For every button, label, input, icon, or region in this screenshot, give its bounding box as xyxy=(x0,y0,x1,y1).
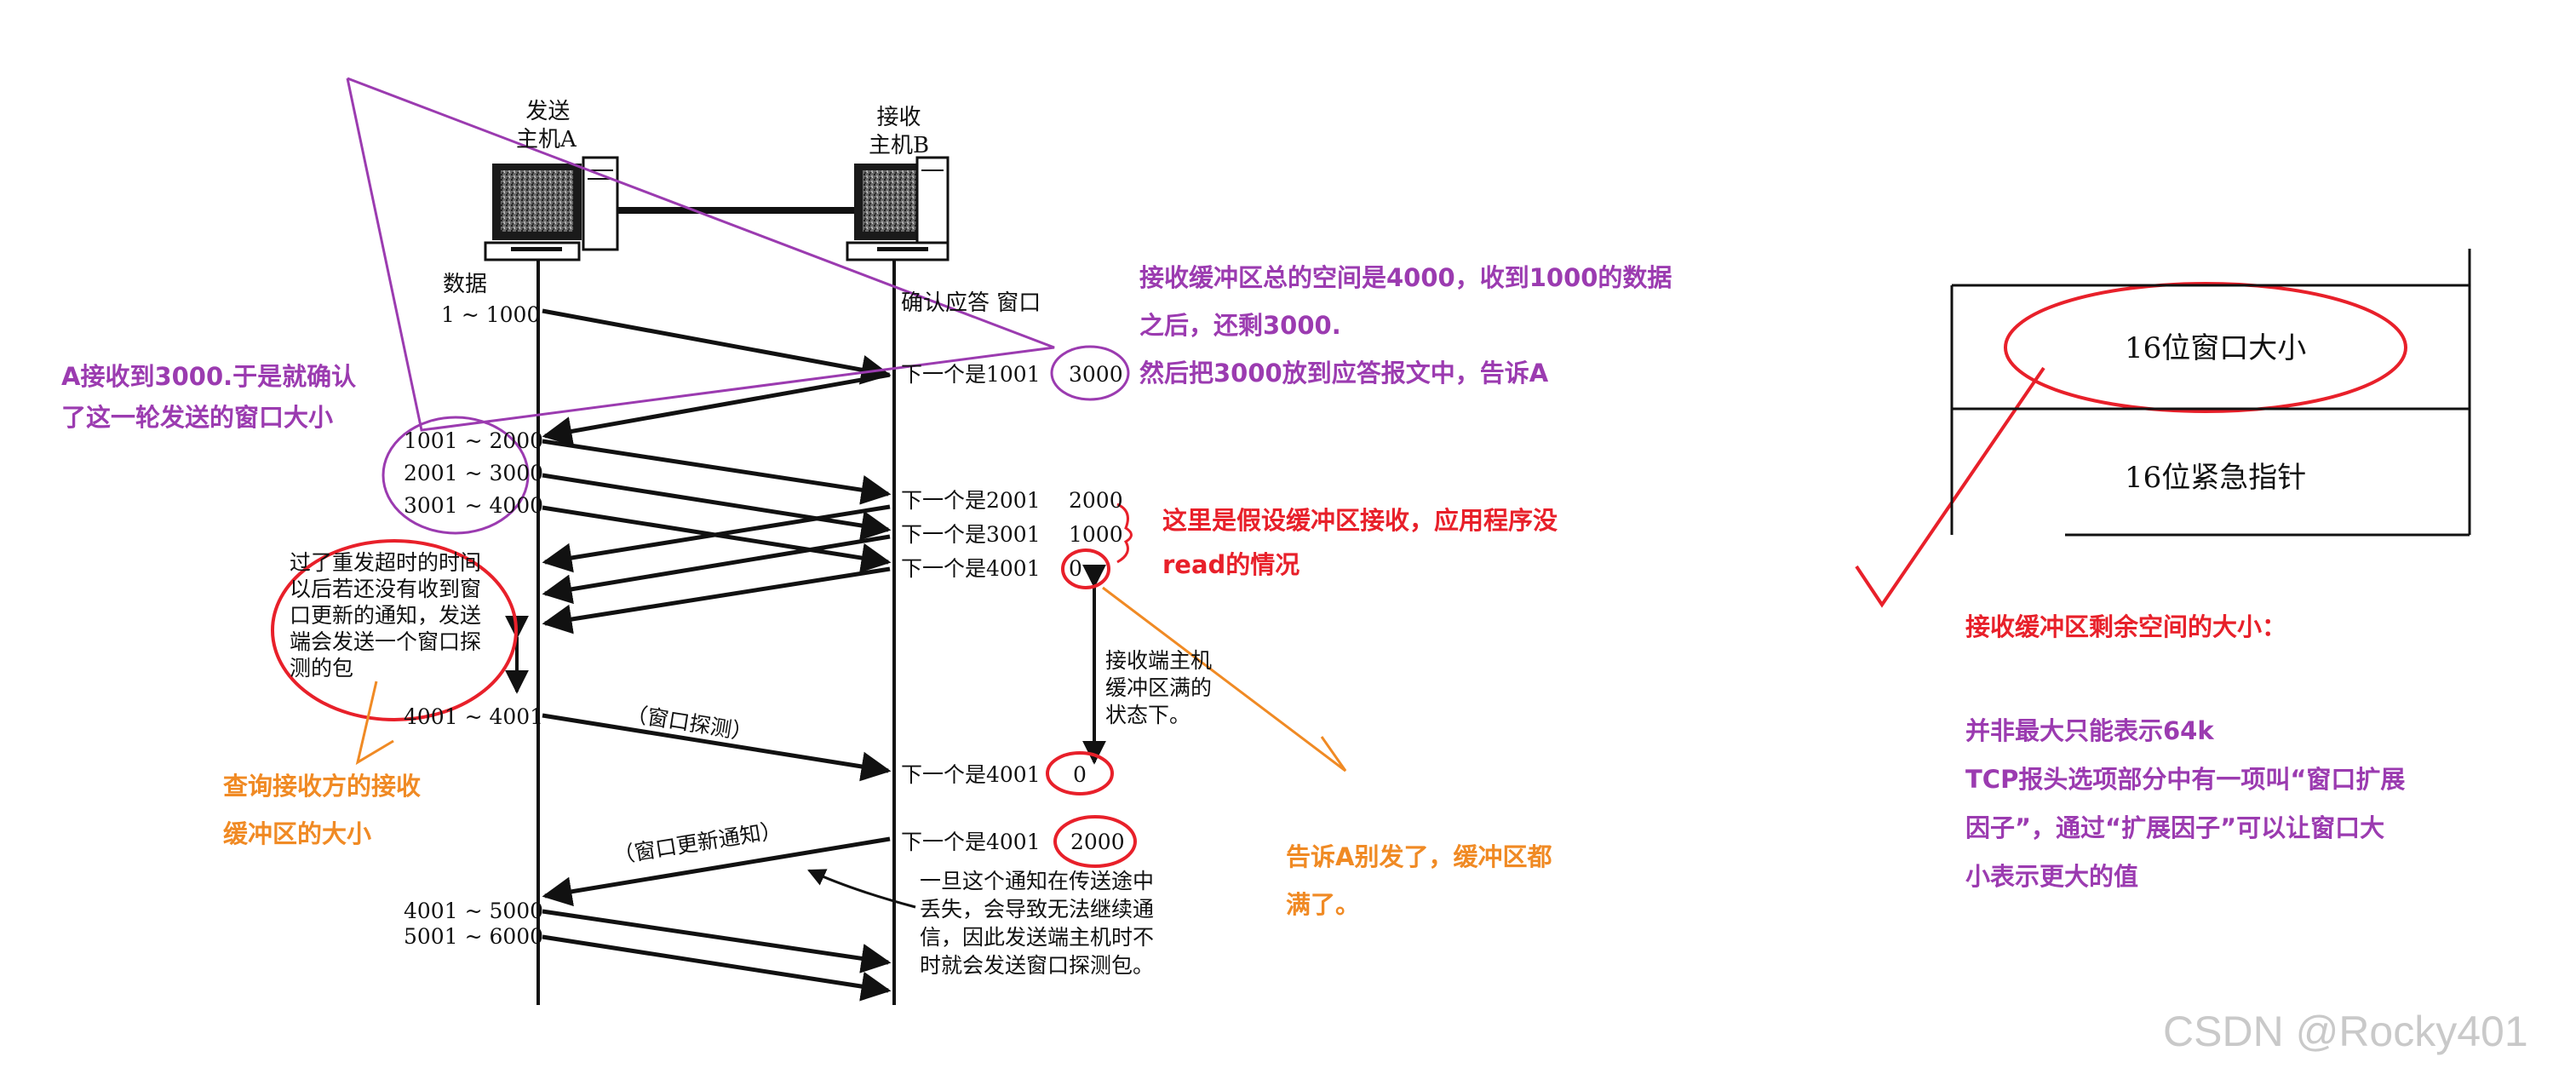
arrow-ack-4001 xyxy=(542,566,891,635)
red-pointer-arrow xyxy=(1855,366,2045,608)
arrow-send-1001-2000 xyxy=(542,439,892,505)
timeout-note: 过了重发超时的时间 以后若还没有收到窗 口更新的通知，发送 端会发送一个窗口探 … xyxy=(290,550,482,681)
orange-pointer-query xyxy=(355,681,394,766)
arrow-ack-2001 xyxy=(542,504,891,573)
ack-window-value: 0 xyxy=(1069,556,1082,581)
ack-window-value: 2000 xyxy=(1070,830,1125,854)
annotation-query: 查询接收方的接收 缓冲区的大小 xyxy=(223,772,422,848)
annotation-tell-a: 告诉A别发了，缓冲区都 满了。 xyxy=(1286,842,1552,919)
arrow-send-4001-5000 xyxy=(542,909,892,973)
ack-label: 下一个是2001 xyxy=(901,488,1041,513)
ack-window-column-header: 确认应答 窗口 xyxy=(901,290,1041,316)
circle-timeout-note xyxy=(271,539,518,721)
loss-note: 一旦这个通知在传送途中 丢失，会导致无法继续通 信，因此发送端主机时不 时就会发… xyxy=(920,869,1155,978)
sender-label: 5001 ~ 6000 xyxy=(404,924,544,949)
purple-pointer-triangle xyxy=(346,77,1055,432)
arrow-window-update xyxy=(542,836,891,907)
sender-label: 1001 ~ 2000 xyxy=(404,428,544,453)
ack-window-value: 1000 xyxy=(1069,522,1123,547)
circle-window-3000 xyxy=(1050,345,1130,401)
circle-window-0-first xyxy=(1061,548,1110,589)
data-column-header: 数据 xyxy=(443,272,488,297)
orange-pointer-tell-a xyxy=(1102,586,1347,772)
sender-label: 1 ~ 1000 xyxy=(441,302,541,327)
annotation-a-confirm: A接收到3000.于是就确认 了这一轮发送的窗口大小 xyxy=(61,362,357,432)
loss-note-curved-arrow xyxy=(807,869,916,909)
tcp-header-table xyxy=(1950,249,2471,537)
receiver-full-note: 接收端主机 缓冲区满的 状态下。 xyxy=(1105,648,1213,727)
circle-window-size-field xyxy=(2004,282,2407,413)
ack-window-value: 2000 xyxy=(1069,488,1123,513)
arrow-probe xyxy=(542,713,892,782)
sender-host-title: 发送 主机A xyxy=(516,99,577,152)
sender-label: 3001 ~ 4000 xyxy=(404,493,544,518)
circle-window-0-second xyxy=(1046,751,1114,795)
circle-window-2000 xyxy=(1053,815,1137,868)
circle-sender-ranges xyxy=(382,416,530,535)
ack-label: 下一个是1001 xyxy=(901,362,1041,387)
arrow-send-5001-6000 xyxy=(542,934,892,1002)
arrow-send-2001-3000 xyxy=(542,473,892,541)
tcp-window-size-field: 16位窗口大小 xyxy=(2125,331,2307,365)
annotation-buffer-total: 接收缓冲区总的空间是4000，收到1000的数据 之后，还剩3000. 然后把3… xyxy=(1139,263,1672,388)
sender-label: 4001 ~ 5000 xyxy=(404,899,544,923)
sender-label: 4001 ~ 4001 xyxy=(404,704,544,729)
annotation-remaining-body: 并非最大只能表示64k TCP报头选项部分中有一项叫“窗口扩展 因子”，通过“扩… xyxy=(1965,716,2406,891)
ack-window-value: 3000 xyxy=(1069,362,1123,387)
ack-label: 下一个是3001 xyxy=(901,522,1041,547)
arrow-send-1-1000 xyxy=(542,308,892,385)
ack-window-value: 0 xyxy=(1073,762,1087,787)
csdn-watermark: CSDN @Rocky401 xyxy=(2163,1008,2528,1055)
arrow-ack-1001 xyxy=(542,372,891,446)
annotation-remaining-title: 接收缓冲区剩余空间的大小： xyxy=(1965,612,2287,641)
annotation-assume: 这里是假设缓冲区接收，应用程序没 read的情况 xyxy=(1162,506,1558,579)
computer-b-icon xyxy=(846,156,950,261)
window-brace xyxy=(1116,503,1133,564)
ack-label: 下一个是4001 xyxy=(901,830,1041,854)
arrow-ack-3001 xyxy=(542,534,891,605)
ack-label: 下一个是4001 xyxy=(901,556,1041,581)
receiver-host-title: 接收 主机B xyxy=(869,105,930,158)
tcp-urgent-pointer-field: 16位紧急指针 xyxy=(2125,461,2307,495)
computer-a-icon xyxy=(484,156,619,261)
ack-label: 下一个是4001 xyxy=(901,762,1041,787)
sender-label: 2001 ~ 3000 xyxy=(404,461,544,485)
